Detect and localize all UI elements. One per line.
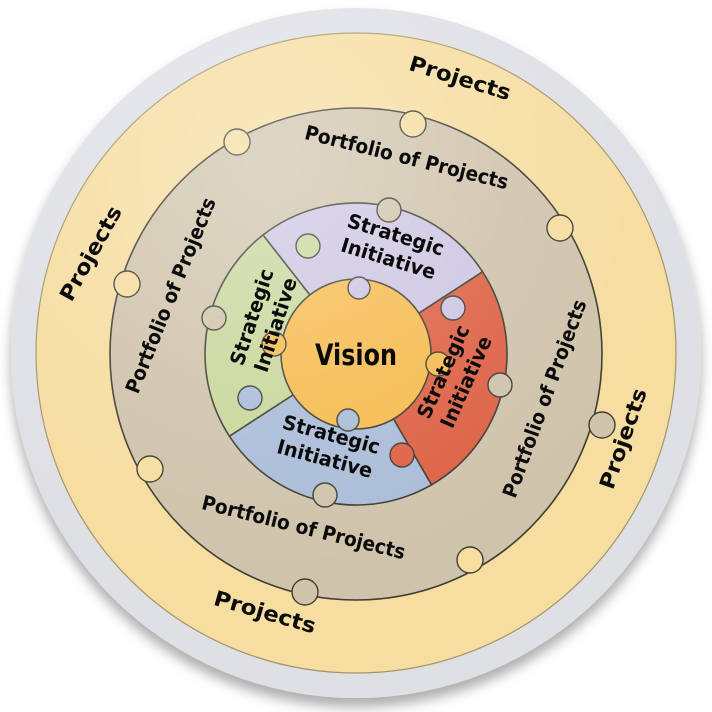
highlight-overlay — [11, 8, 701, 698]
vision-label: Vision — [315, 338, 397, 372]
